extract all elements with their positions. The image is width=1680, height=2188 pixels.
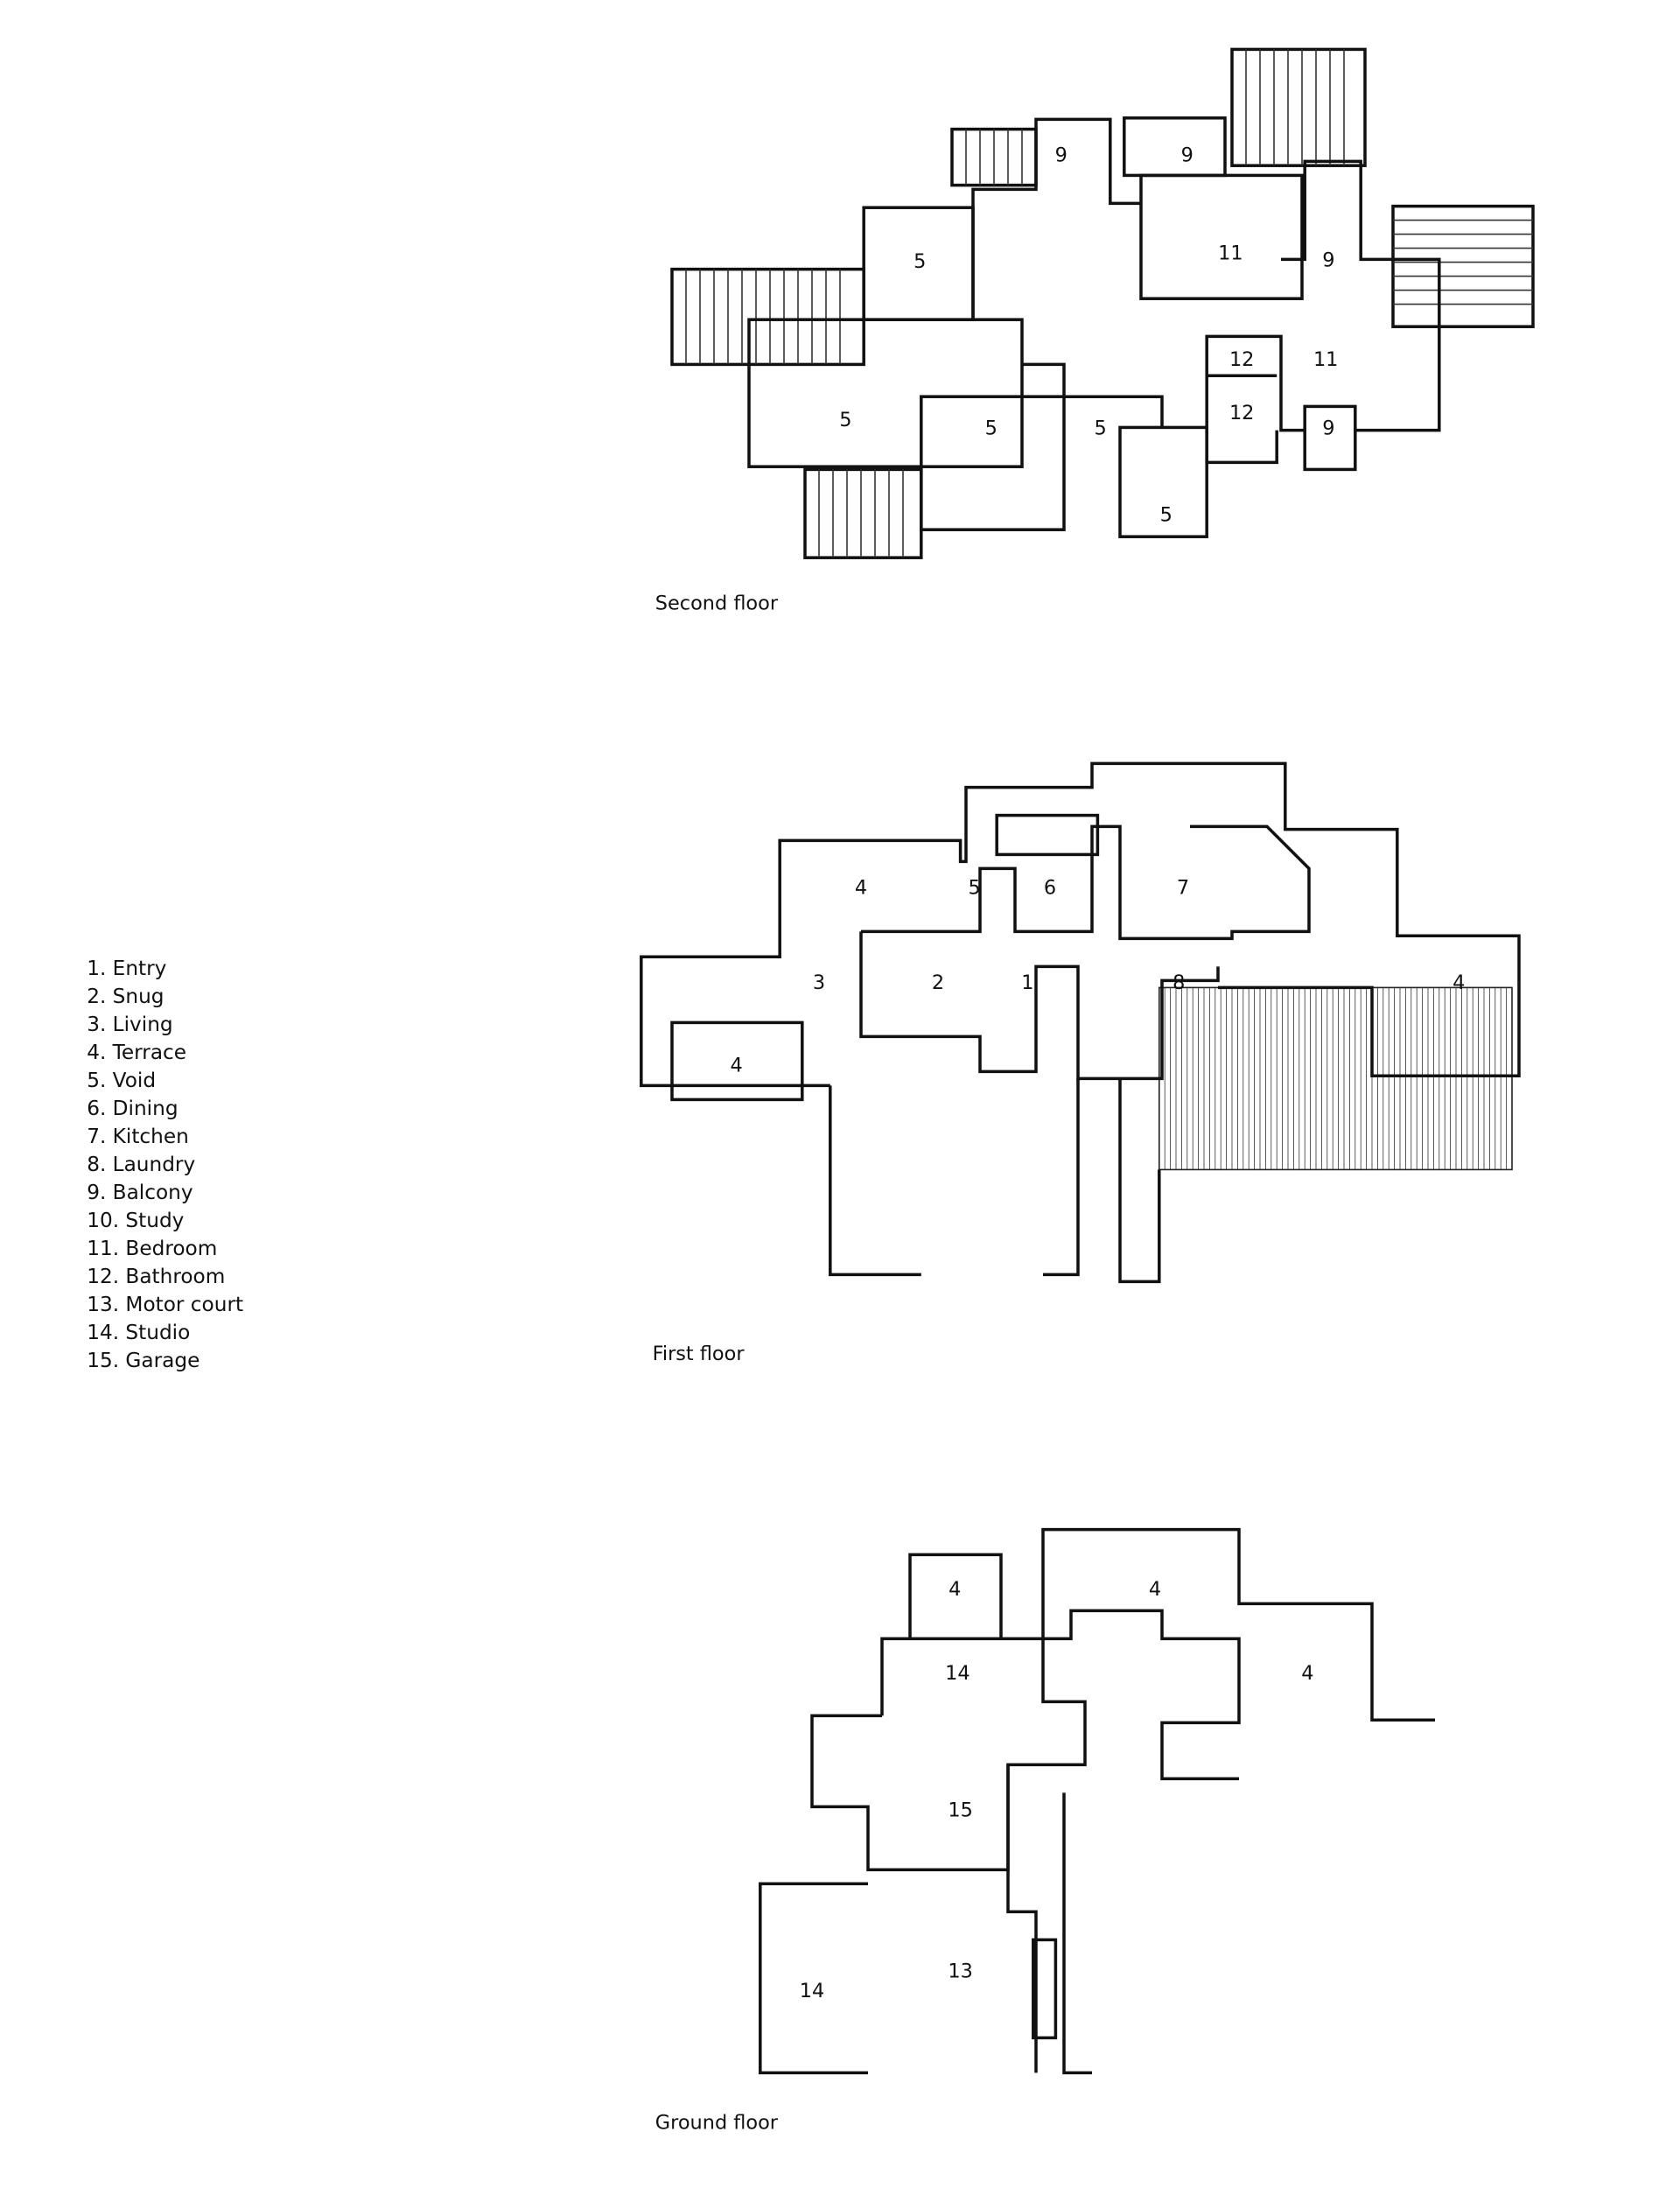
- room-label: 1: [1021, 971, 1033, 994]
- room-label: 4: [855, 876, 867, 899]
- stair: [1118, 425, 1208, 538]
- terrace-outline: [908, 1553, 1003, 1639]
- legend-item: 5. Void: [87, 1069, 156, 1092]
- plan-caption: First floor: [653, 1343, 746, 1365]
- terrace-outline: [1041, 1527, 1435, 1722]
- room-label: 2: [932, 971, 944, 994]
- deck: [803, 467, 923, 559]
- ground-floor-plan: 4 4 14 4 15 13 14 Ground floor: [655, 1527, 1435, 2134]
- motor-court-outline: [759, 1882, 868, 2075]
- room-label: 5: [968, 876, 980, 899]
- wall: [1205, 334, 1306, 465]
- legend-item: 7. Kitchen: [87, 1125, 189, 1148]
- room-label: 4: [730, 1055, 742, 1077]
- deck: [670, 267, 865, 367]
- terrace-outline: [640, 761, 1521, 1088]
- wall: [880, 1609, 1241, 1781]
- wall: [859, 931, 1220, 1081]
- room-label: 11: [1218, 242, 1243, 265]
- room-void: [920, 395, 1066, 531]
- balcony: [1303, 404, 1357, 472]
- legend-item: 8. Laundry: [87, 1153, 195, 1176]
- room-label: 4: [1452, 971, 1465, 994]
- legend-item: 3. Living: [87, 1013, 172, 1036]
- second-floor-plan: 5 5 5 5 5 9 9 11 9 11 12 12 9 Second flo…: [655, 47, 1535, 614]
- room-label: 12: [1229, 348, 1255, 371]
- deck: [995, 813, 1100, 857]
- room-label: 7: [1177, 876, 1189, 899]
- room-bedroom: [1139, 173, 1304, 300]
- room-label: 5: [839, 409, 851, 431]
- room-label: 9: [1181, 144, 1194, 167]
- room-label: 9: [1055, 144, 1068, 167]
- wall: [1062, 1792, 1092, 2075]
- room-label: 5: [985, 417, 998, 440]
- legend-item: 12. Bathroom: [87, 1265, 225, 1288]
- planter: [1032, 1938, 1058, 2040]
- room-label: 5: [1094, 417, 1106, 440]
- pool: [670, 1020, 804, 1102]
- room-label: 4: [948, 1578, 961, 1601]
- legend-item: 10. Study: [87, 1209, 184, 1232]
- deck: [1158, 986, 1513, 1171]
- legend-item: 14. Studio: [87, 1321, 190, 1344]
- first-floor-plan: 4 5 6 7 3 2 1 8 4 4 First floor: [640, 761, 1521, 1365]
- room-label: 9: [1322, 417, 1334, 440]
- room-label: 15: [948, 1799, 973, 1822]
- balcony: [1123, 116, 1227, 178]
- legend-item: 4. Terrace: [87, 1041, 186, 1064]
- room-label: 6: [1044, 876, 1056, 899]
- deck: [1391, 204, 1535, 328]
- room-label: 12: [1229, 402, 1255, 424]
- legend-item: 11. Bedroom: [87, 1237, 217, 1260]
- room-label: 4: [1301, 1662, 1313, 1685]
- room-label: 5: [914, 250, 926, 273]
- room-label: 14: [800, 1980, 825, 2002]
- room-label: 5: [1160, 504, 1172, 527]
- room-label: 8: [1172, 971, 1185, 994]
- legend-item: 15. Garage: [87, 1349, 200, 1372]
- wall: [1006, 1764, 1038, 2073]
- room-label: 9: [1322, 249, 1334, 272]
- wall: [861, 824, 1311, 941]
- room-label: 14: [945, 1662, 970, 1685]
- room-label: 4: [1149, 1578, 1161, 1601]
- plan-caption: Ground floor: [655, 2111, 779, 2134]
- wall: [1118, 1078, 1161, 1284]
- legend-item: 2. Snug: [87, 985, 164, 1008]
- legend: 1. Entry 2. Snug 3. Living 4. Terrace 5.…: [87, 957, 243, 1372]
- wall: [1043, 1078, 1080, 1277]
- legend-item: 1. Entry: [87, 957, 166, 980]
- room-label: 11: [1313, 348, 1339, 371]
- room-bedroom: [1281, 159, 1441, 432]
- legend-item: 6. Dining: [87, 1097, 178, 1120]
- wall: [971, 117, 1141, 320]
- terrace-outline: [829, 1085, 921, 1277]
- legend-item: 9. Balcony: [87, 1181, 193, 1204]
- room-label: 13: [948, 1960, 973, 1983]
- legend-item: 13. Motor court: [87, 1293, 243, 1316]
- wall: [1022, 362, 1164, 428]
- deck: [1230, 47, 1367, 167]
- room-void: [747, 318, 1024, 468]
- room-label: 3: [813, 971, 825, 994]
- plan-caption: Second floor: [655, 592, 779, 614]
